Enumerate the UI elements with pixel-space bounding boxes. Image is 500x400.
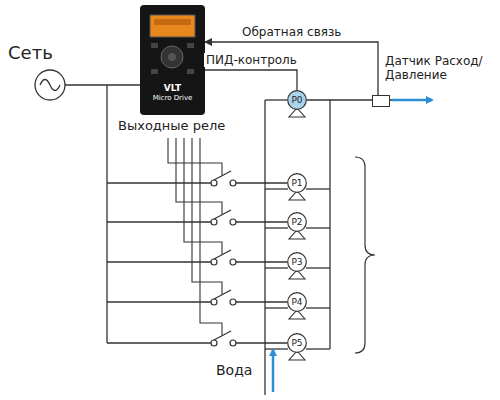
power-bus: [106, 85, 107, 343]
control-wire: [192, 138, 222, 294]
pump-ring: [288, 253, 307, 272]
relay-contact: [211, 219, 217, 225]
pipe: [265, 188, 288, 189]
supply-wire: [107, 221, 211, 222]
drive-button: [151, 69, 158, 74]
model-text: Micro Drive: [144, 94, 201, 102]
relay-contact: [230, 180, 236, 186]
pump-ring: [288, 213, 307, 232]
drive-button: [187, 43, 194, 48]
pipe: [306, 267, 330, 268]
relay-contact: [230, 340, 236, 346]
pump-label: P1: [291, 179, 302, 188]
pump-circle: P4: [287, 292, 307, 312]
pump-wire: [236, 342, 287, 343]
pump-circle: P2: [287, 212, 307, 232]
pump-circle: P0: [287, 90, 307, 110]
pipe: [265, 307, 288, 308]
pump-wire: [236, 221, 287, 222]
signal-line: [205, 70, 297, 90]
signal-line: [205, 42, 378, 95]
pump-circle: P5: [287, 333, 307, 353]
water-label: Вода: [216, 362, 252, 378]
mains-label: Сеть: [8, 42, 53, 63]
sensor-box: Датчик Расход/Давление: [372, 95, 390, 107]
header-pipe: [329, 100, 330, 349]
control-wire: [200, 138, 222, 335]
relay-contact: [230, 219, 236, 225]
supply-wire: [107, 261, 211, 262]
relay-label: Выходные реле: [118, 118, 225, 133]
pump-wire: [236, 261, 287, 262]
water-arrow: [272, 350, 275, 392]
pump-label: P4: [291, 298, 302, 307]
supply-wire: [107, 342, 211, 343]
pump-label: P5: [291, 339, 302, 348]
drive-text-block: VLTMicro Drive: [144, 83, 201, 102]
edge-label: ПИД-контроль: [204, 53, 299, 67]
pipe: [265, 348, 288, 349]
supply-wire: [107, 182, 211, 183]
sine-wave: [40, 80, 60, 91]
ac-source-symbol: [35, 70, 65, 100]
frequency-drive: VLTMicro Drive: [140, 5, 205, 115]
inlet-pipe: [264, 100, 265, 395]
relay-contact: [211, 299, 217, 305]
relay-contact: [211, 340, 217, 346]
pump-label: P0: [291, 96, 302, 105]
display-row: [154, 19, 191, 25]
pipe: [306, 307, 330, 308]
pump-wire: [236, 301, 287, 302]
pipe: [265, 227, 288, 228]
relay-contact: [230, 299, 236, 305]
supply-wire: [107, 301, 211, 302]
pump-ring: [288, 174, 307, 193]
drive-keypad: [161, 46, 183, 68]
relay-group: [107, 138, 287, 346]
relay-contact: [211, 180, 217, 186]
relay-contact: [211, 259, 217, 265]
sensor-label: Датчик Расход/Давление: [385, 54, 495, 83]
pump-ring: [288, 293, 307, 312]
pump-circle: P1: [287, 173, 307, 193]
pipe-group: [265, 108, 330, 360]
flow-arrow: [392, 99, 432, 102]
pump-ring: [288, 334, 307, 353]
pump-label: P2: [291, 218, 302, 227]
control-wire: [184, 138, 222, 254]
pump-wire: [236, 182, 287, 183]
pipe: [306, 348, 330, 349]
pipe: [265, 267, 288, 268]
pump-label: P3: [291, 258, 302, 267]
drive-button: [187, 69, 194, 74]
relay-contact: [230, 259, 236, 265]
drive-button: [151, 43, 158, 48]
pump-ring: [288, 91, 307, 110]
drive-display: [150, 15, 195, 37]
drive-button: [168, 53, 176, 61]
edge-label: Обратная связь: [240, 25, 343, 39]
mains-wire: [65, 84, 140, 85]
pipe: [306, 188, 330, 189]
brand-text: VLT: [144, 83, 201, 94]
pump-circle: P3: [287, 252, 307, 272]
bracket: [355, 157, 375, 353]
pipe: [265, 99, 287, 100]
control-wire: [176, 138, 222, 214]
pipe: [306, 227, 330, 228]
